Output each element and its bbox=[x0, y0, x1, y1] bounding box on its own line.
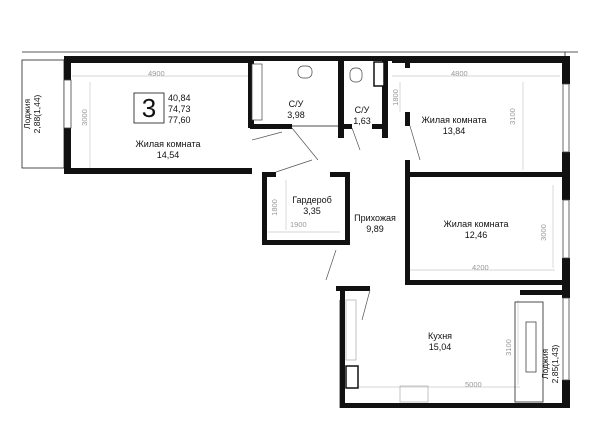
windows bbox=[63, 79, 570, 381]
fixtures bbox=[251, 61, 429, 403]
dim-wardrobe-height: 1800 bbox=[269, 199, 279, 216]
room-living3-name: Жилая комната bbox=[443, 219, 509, 229]
dim-living2-width: 4800 bbox=[451, 69, 468, 78]
room-bath2-area: 1,63 bbox=[353, 116, 371, 126]
room-wardrobe-area: 3,35 bbox=[303, 206, 321, 216]
room-living2-area: 13,84 bbox=[442, 126, 466, 136]
total-area: 74,73 bbox=[168, 104, 191, 114]
dim-living2-height: 3100 bbox=[507, 108, 517, 125]
dim-living2-d1: 1800 bbox=[390, 89, 400, 106]
room-hall-name: Прихожая bbox=[354, 213, 396, 223]
dim-wardrobe-width: 1900 bbox=[290, 220, 307, 229]
room-bath2-name: С/У bbox=[354, 105, 370, 115]
room-living3-area: 12,46 bbox=[464, 230, 488, 240]
living-area: 40,84 bbox=[168, 93, 191, 103]
doors bbox=[251, 125, 421, 321]
room-hall-area: 9,89 bbox=[366, 224, 384, 234]
room-living1-name: Жилая комната bbox=[135, 139, 201, 149]
loggia-left-area: 2,88(1,44) bbox=[32, 94, 42, 134]
room-wardrobe-name: Гардероб bbox=[292, 195, 332, 205]
room-kitchen-name: Кухня bbox=[427, 331, 453, 341]
room-bath1-area: 3,98 bbox=[287, 110, 305, 120]
loggia-right-area: 2,85(1,43) bbox=[550, 344, 560, 384]
loggia-left-label: Лоджия 2,88(1,44) bbox=[22, 72, 46, 156]
dim-living1-height: 3000 bbox=[79, 109, 89, 126]
loggia-right-label: Лоджия 2,85(1,43) bbox=[540, 322, 564, 406]
dim-living1-width: 4900 bbox=[148, 69, 165, 78]
rooms-count-badge bbox=[133, 92, 165, 124]
dim-kitchen-height: 3100 bbox=[503, 339, 513, 356]
rooms-count: 3 bbox=[141, 93, 157, 123]
room-living1-area: 14,54 bbox=[156, 150, 180, 160]
total-area-with-loggia: 77,60 bbox=[168, 115, 191, 125]
walls bbox=[64, 56, 570, 408]
room-kitchen-area: 15,04 bbox=[428, 342, 452, 352]
dim-living3-height: 3000 bbox=[538, 224, 548, 241]
dim-kitchen-width: 5000 bbox=[465, 380, 482, 389]
dimension-lines bbox=[72, 75, 560, 388]
dim-living3-width: 4200 bbox=[472, 263, 489, 272]
room-living2-name: Жилая комната bbox=[421, 115, 487, 125]
loggia-left-name: Лоджия bbox=[22, 98, 32, 130]
room-bath1-name: С/У bbox=[288, 99, 304, 109]
loggia-right-name: Лоджия bbox=[540, 348, 550, 380]
